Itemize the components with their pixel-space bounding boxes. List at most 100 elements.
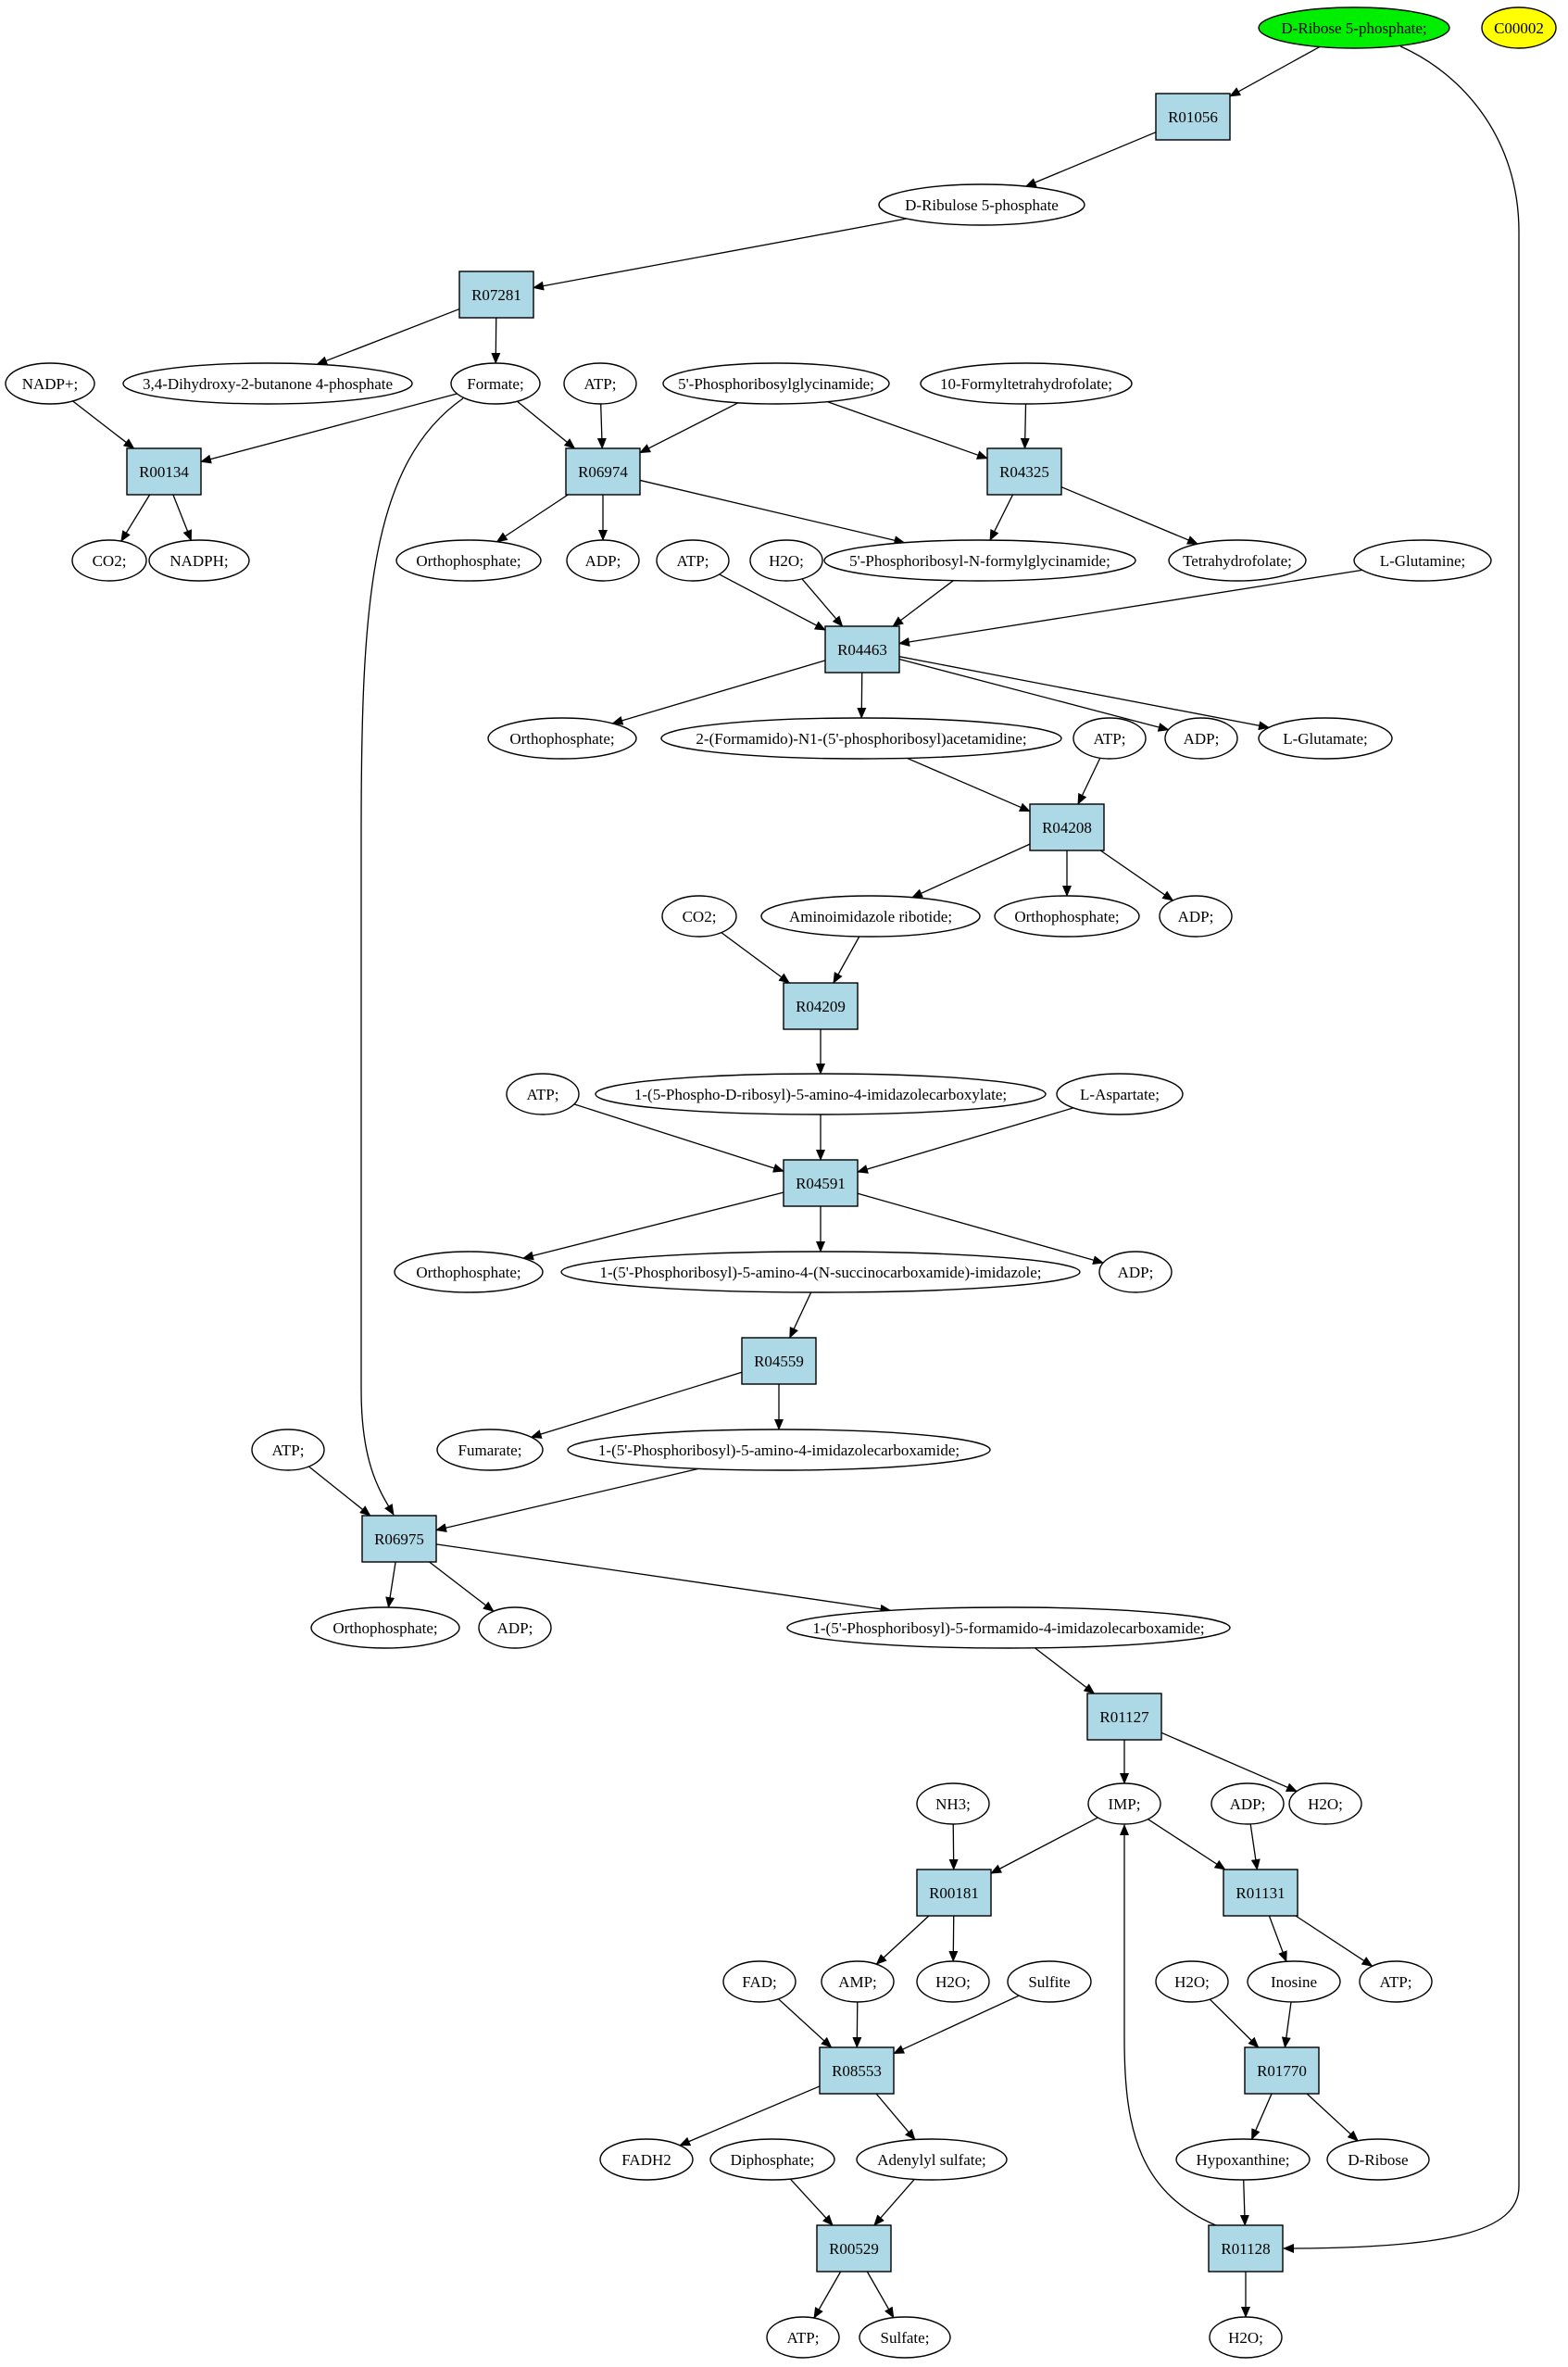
- edge-n_nh3-to-r_R00181: [948, 1823, 959, 1870]
- metabolite-node-n_amp[interactable]: AMP;: [821, 1960, 895, 2003]
- metabolite-node-n_adp6[interactable]: ADP;: [1210, 1782, 1285, 1825]
- metabolite-node-n_ppi[interactable]: Diphosphate;: [709, 2138, 835, 2181]
- metabolite-node-n_glu[interactable]: L-Glutamate;: [1258, 717, 1393, 760]
- edge-r_R00529-to-n_atp7: [813, 2271, 842, 2319]
- metabolite-node-n_fgam[interactable]: 2-(Formamido)-N1-(5'-phosphoribosyl)acet…: [660, 717, 1062, 760]
- edge-n_atp4-to-r_R04591: [573, 1103, 784, 1173]
- metabolite-node-n_fum[interactable]: Fumarate;: [436, 1429, 544, 1471]
- metabolite-node-n_fadh2[interactable]: FADH2: [599, 2138, 694, 2181]
- edge-r_R06975-to-n_faicar: [435, 1543, 892, 1614]
- metabolite-ellipse: [766, 2316, 840, 2359]
- metabolite-node-n_adp4[interactable]: ADP;: [1098, 1251, 1173, 1293]
- metabolite-node-n_nadph[interactable]: NADPH;: [148, 539, 250, 582]
- metabolite-node-n_atp7[interactable]: ATP;: [766, 2316, 840, 2359]
- metabolite-node-n_co2b[interactable]: CO2;: [661, 895, 737, 938]
- metabolite-node-n_atp4[interactable]: ATP;: [506, 1073, 580, 1115]
- metabolite-node-n_hypox[interactable]: Hypoxanthine;: [1175, 2138, 1311, 2181]
- metabolite-node-n_drib[interactable]: D-Ribose: [1326, 2138, 1430, 2181]
- metabolite-node-n_gar[interactable]: 5'-Phosphoribosylglycinamide;: [662, 362, 890, 405]
- metabolite-node-n_asp[interactable]: L-Aspartate;: [1056, 1073, 1184, 1115]
- metabolite-node-n_sulfate[interactable]: Sulfate;: [859, 2316, 951, 2359]
- metabolite-node-n_pi4[interactable]: Orthophosphate;: [394, 1251, 544, 1293]
- edge-r_R01127-to-n_h2o2: [1160, 1731, 1298, 1793]
- edge-n_atp5-to-r_R06975: [308, 1466, 371, 1517]
- metabolite-ellipse: [5, 362, 95, 405]
- reaction-node-r_R00181[interactable]: R00181: [916, 1869, 992, 1917]
- node-label: Sulfate;: [881, 2329, 930, 2347]
- reaction-node-r_R04559[interactable]: R04559: [741, 1337, 817, 1385]
- metabolite-ellipse: [1210, 1782, 1285, 1825]
- metabolite-node-n_faicar[interactable]: 1-(5'-Phosphoribosyl)-5-formamido-4-imid…: [786, 1606, 1231, 1649]
- metabolite-node-n_dhbp[interactable]: 3,4-Dihydroxy-2-butanone 4-phosphate: [122, 362, 413, 405]
- metabolite-node-n_pi2[interactable]: Orthophosphate;: [487, 717, 637, 760]
- metabolite-node-n_fgar[interactable]: 5'-Phosphoribosyl-N-formylglycinamide;: [823, 539, 1136, 582]
- metabolite-node-n_pi1[interactable]: Orthophosphate;: [395, 539, 542, 582]
- metabolite-node-n_fad[interactable]: FAD;: [722, 1960, 797, 2003]
- metabolite-node-n_atp2[interactable]: ATP;: [656, 539, 730, 582]
- node-label: Orthophosphate;: [509, 730, 614, 748]
- reaction-node-r_R04463[interactable]: R04463: [824, 625, 900, 674]
- node-label: Hypoxanthine;: [1196, 2151, 1289, 2169]
- node-label: Aminoimidazole ribotide;: [789, 908, 952, 925]
- reaction-node-r_R01131[interactable]: R01131: [1223, 1869, 1298, 1917]
- reaction-node-r_R04591[interactable]: R04591: [783, 1159, 859, 1207]
- metabolite-node-n_h2o1[interactable]: H2O;: [749, 539, 823, 582]
- reaction-node-r_R07281[interactable]: R07281: [458, 271, 534, 319]
- edge-r_R08553-to-n_fadh2: [679, 2085, 821, 2147]
- reaction-node-r_R00134[interactable]: R00134: [126, 447, 202, 496]
- node-label: H2O;: [1174, 1973, 1210, 1991]
- metabolite-node-n_adp5[interactable]: ADP;: [478, 1606, 552, 1649]
- metabolite-node-n_c00002[interactable]: C00002: [1481, 6, 1557, 49]
- node-label: NH3;: [935, 1795, 971, 1813]
- metabolite-ellipse: [856, 2138, 1008, 2181]
- metabolite-node-n_pi5[interactable]: Orthophosphate;: [310, 1606, 460, 1649]
- metabolite-node-n_inosine[interactable]: Inosine: [1247, 1960, 1341, 2003]
- metabolite-node-n_co2a[interactable]: CO2;: [71, 539, 147, 582]
- metabolite-node-n_h2o4[interactable]: H2O;: [1155, 1960, 1229, 2003]
- reaction-node-r_R04208[interactable]: R04208: [1029, 803, 1105, 851]
- reaction-node-r_R01128[interactable]: R01128: [1208, 2224, 1284, 2273]
- metabolite-node-n_atp1[interactable]: ATP;: [563, 362, 637, 405]
- reaction-node-r_R01127[interactable]: R01127: [1086, 1693, 1162, 1741]
- metabolite-node-n_pi3[interactable]: Orthophosphate;: [994, 895, 1140, 938]
- reaction-node-r_R06975[interactable]: R06975: [361, 1515, 437, 1563]
- reaction-node-r_R08553[interactable]: R08553: [819, 2046, 895, 2095]
- metabolite-node-n_aicar[interactable]: 1-(5'-Phosphoribosyl)-5-amino-4-imidazol…: [567, 1429, 991, 1471]
- edge-n_aps-to-r_R00529: [873, 2178, 915, 2226]
- metabolite-node-n_h2o2[interactable]: H2O;: [1288, 1782, 1362, 1825]
- metabolite-node-n_sulfite[interactable]: Sulfite: [1007, 1960, 1092, 2003]
- reaction-node-r_R01056[interactable]: R01056: [1155, 93, 1231, 141]
- metabolite-node-n_h2o3[interactable]: H2O;: [916, 1960, 990, 2003]
- metabolite-ellipse: [660, 717, 1062, 760]
- metabolite-node-n_adp3[interactable]: ADP;: [1159, 895, 1233, 938]
- metabolite-node-n_cair[interactable]: 1-(5-Phospho-D-ribosyl)-5-amino-4-imidaz…: [595, 1073, 1047, 1115]
- metabolite-node-n_rib5p[interactable]: D-Ribose 5-phosphate;: [1258, 6, 1450, 49]
- metabolite-node-n_aps[interactable]: Adenylyl sulfate;: [856, 2138, 1008, 2181]
- edge-n_adp6-to-r_R01131: [1249, 1823, 1261, 1870]
- metabolite-node-n_saicar[interactable]: 1-(5'-Phosphoribosyl)-5-amino-4-(N-succi…: [560, 1251, 1081, 1293]
- reaction-box: [1155, 93, 1231, 141]
- metabolite-node-n_h2o5[interactable]: H2O;: [1209, 2316, 1283, 2359]
- metabolite-node-n_atp6[interactable]: ATP;: [1359, 1960, 1433, 2003]
- reaction-node-r_R00529[interactable]: R00529: [816, 2224, 892, 2273]
- metabolite-node-n_gln[interactable]: L-Glutamine;: [1353, 539, 1492, 582]
- node-label: ADP;: [1230, 1795, 1266, 1813]
- metabolite-node-n_air[interactable]: Aminoimidazole ribotide;: [760, 895, 981, 938]
- metabolite-node-n_atp5[interactable]: ATP;: [251, 1429, 325, 1471]
- reaction-box: [126, 447, 202, 496]
- metabolite-node-n_thf[interactable]: Tetrahydrofolate;: [1168, 539, 1307, 582]
- metabolite-node-n_nadp[interactable]: NADP+;: [5, 362, 95, 405]
- metabolite-node-n_formate[interactable]: Formate;: [450, 362, 541, 405]
- metabolite-node-n_atp3[interactable]: ATP;: [1073, 717, 1147, 760]
- metabolite-node-n_adp1[interactable]: ADP;: [566, 539, 640, 582]
- metabolite-node-n_nh3[interactable]: NH3;: [916, 1782, 990, 1825]
- reaction-node-r_R04325[interactable]: R04325: [986, 447, 1062, 496]
- metabolite-node-n_imp[interactable]: IMP;: [1087, 1782, 1161, 1825]
- reaction-node-r_R01770[interactable]: R01770: [1244, 2046, 1320, 2095]
- metabolite-node-n_10fthf[interactable]: 10-Formyltetrahydrofolate;: [920, 362, 1133, 405]
- metabolite-node-n_ru5p[interactable]: D-Ribulose 5-phosphate: [878, 183, 1085, 226]
- reaction-node-r_R06974[interactable]: R06974: [565, 447, 641, 496]
- metabolite-node-n_adp2[interactable]: ADP;: [1164, 717, 1238, 760]
- reaction-node-r_R04209[interactable]: R04209: [783, 982, 859, 1030]
- edge-n_co2b-to-r_R04209: [721, 932, 791, 984]
